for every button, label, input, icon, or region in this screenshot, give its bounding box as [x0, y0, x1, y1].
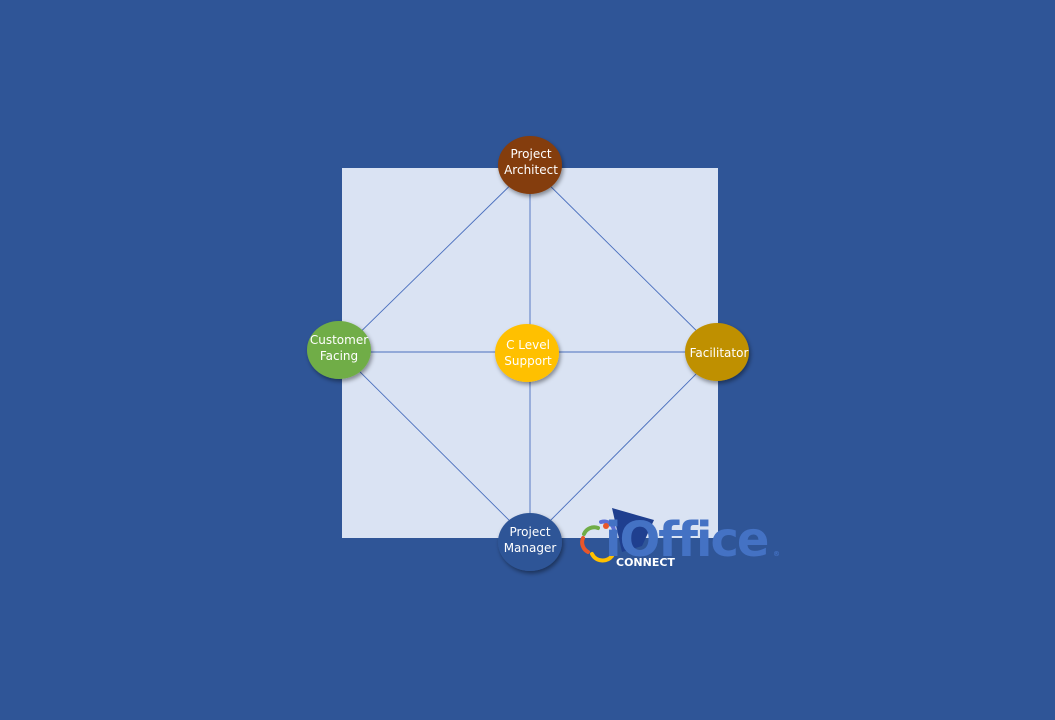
logo-tagline: CONNECT	[616, 556, 675, 569]
node-project-architect-label-line1: Project	[510, 147, 551, 161]
connector-customer-manager	[339, 351, 531, 542]
node-c-level-support-label-line1: C Level	[506, 338, 550, 352]
node-customer-facing: Customer Facing	[307, 321, 371, 379]
node-project-manager: Project Manager	[498, 513, 562, 571]
ioffice-connect-logo: iOffice ® CONNECT	[580, 508, 780, 569]
node-project-architect-label-line2: Architect	[504, 163, 558, 177]
node-c-level-support: C Level Support	[495, 324, 559, 382]
logo-registered-mark: ®	[773, 550, 780, 558]
node-customer-facing-circle	[307, 321, 371, 379]
logo-shield-icon	[612, 508, 654, 552]
node-facilitator-label: Facilitator	[690, 346, 749, 360]
node-project-manager-circle	[498, 513, 562, 571]
node-project-architect: Project Architect	[498, 136, 562, 194]
node-project-architect-circle	[498, 136, 562, 194]
connector-architect-customer	[339, 165, 531, 353]
connector-facilitator-manager	[529, 351, 719, 542]
node-c-level-support-circle	[495, 324, 559, 382]
connector-architect-facilitator	[529, 165, 719, 353]
connect-swirl-icon	[580, 519, 616, 563]
logo-wordmark: iOffice	[605, 512, 768, 568]
node-c-level-support-label-line2: Support	[504, 354, 552, 368]
node-customer-facing-label-line1: Customer	[310, 333, 368, 347]
node-facilitator: Facilitator	[685, 323, 749, 381]
node-project-manager-label-line1: Project	[509, 525, 550, 539]
node-project-manager-label-line2: Manager	[504, 541, 557, 555]
node-customer-facing-label-line2: Facing	[320, 349, 358, 363]
node-facilitator-circle	[685, 323, 749, 381]
